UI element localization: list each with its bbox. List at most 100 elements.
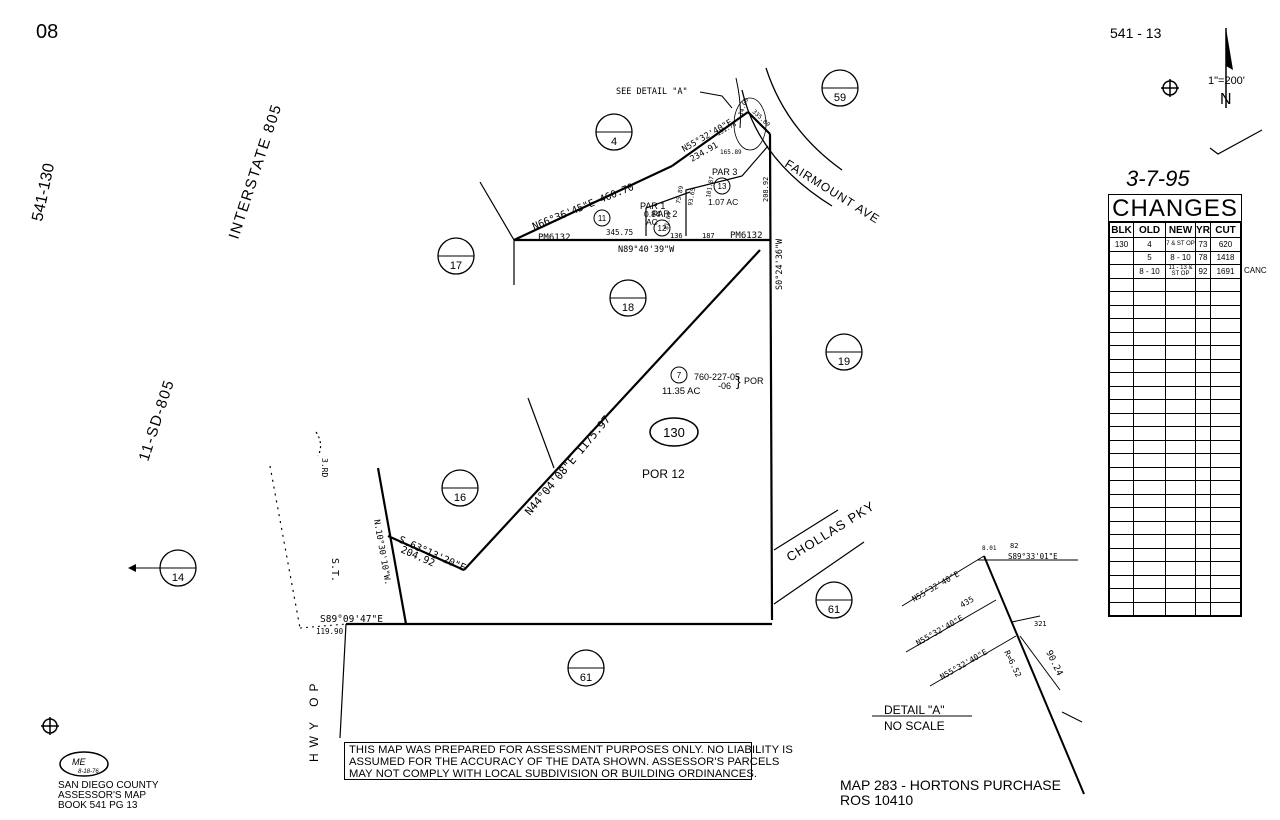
par1-name: PAR 1 bbox=[640, 201, 665, 211]
changes-cell bbox=[1165, 291, 1196, 306]
changes-cell bbox=[1133, 345, 1166, 360]
bearing-n89: N89°40'39"W bbox=[618, 245, 675, 255]
arrow-left-icon bbox=[128, 564, 160, 572]
changes-cell bbox=[1210, 439, 1241, 454]
changes-cell: 5 bbox=[1133, 250, 1166, 265]
svg-text:17: 17 bbox=[450, 260, 462, 272]
changes-row-empty bbox=[1109, 534, 1241, 549]
changes-cell bbox=[1195, 439, 1211, 454]
map-number: 541 - 13 bbox=[1110, 25, 1162, 41]
changes-cell bbox=[1133, 426, 1166, 441]
changes-cell bbox=[1109, 507, 1134, 522]
changes-cell bbox=[1133, 412, 1166, 427]
bearing-north-line: N66°36'45"E 460.70 bbox=[531, 182, 636, 233]
changes-cell bbox=[1133, 601, 1166, 616]
changes-cell bbox=[1109, 561, 1134, 576]
changes-row-empty bbox=[1109, 574, 1241, 589]
changes-row-empty bbox=[1109, 358, 1241, 373]
changes-row-empty bbox=[1109, 277, 1241, 292]
changes-cell bbox=[1195, 426, 1211, 441]
par2-name: PAR 2 bbox=[652, 209, 677, 219]
hwy-op-label: HWY OP bbox=[307, 678, 321, 762]
changes-row-empty bbox=[1109, 385, 1241, 400]
county-label: SAN DIEGO COUNTY bbox=[58, 780, 159, 791]
initials-date: 8-18-76 bbox=[78, 769, 99, 775]
changes-cell: 1691 bbox=[1210, 264, 1241, 279]
svg-text:4: 4 bbox=[611, 136, 617, 148]
east-dist: 208.92 bbox=[762, 177, 770, 202]
changes-cell bbox=[1109, 291, 1134, 306]
changes-cell bbox=[1109, 250, 1134, 265]
changes-cell bbox=[1165, 520, 1196, 535]
changes-cell bbox=[1210, 345, 1241, 360]
svg-text:19: 19 bbox=[838, 356, 850, 368]
changes-cell bbox=[1133, 318, 1166, 333]
changes-cell bbox=[1210, 547, 1241, 562]
changes-cell bbox=[1133, 372, 1166, 387]
changes-cell bbox=[1109, 601, 1134, 616]
changes-cell bbox=[1165, 385, 1196, 400]
changes-cell: 620 bbox=[1210, 237, 1241, 252]
initials: ME bbox=[72, 757, 86, 767]
north-label: N bbox=[1220, 91, 1232, 108]
changes-cell bbox=[1133, 561, 1166, 576]
changes-cell bbox=[1109, 372, 1134, 387]
initials-stamp bbox=[59, 751, 109, 777]
small-e: 81.64 bbox=[663, 211, 673, 230]
changes-cell: 4 bbox=[1133, 237, 1166, 252]
interstate-label: INTERSTATE 805 bbox=[226, 102, 286, 242]
changes-cell bbox=[1210, 601, 1241, 616]
changes-cell bbox=[1210, 304, 1241, 319]
north-arrow-icon bbox=[1225, 28, 1233, 108]
changes-cell bbox=[1195, 601, 1211, 616]
disclaimer-line: THIS MAP WAS PREPARED FOR ASSESSMENT PUR… bbox=[349, 744, 793, 756]
disclaimer-line: ASSUMED FOR THE ACCURACY OF THE DATA SHO… bbox=[349, 756, 780, 768]
changes-cell bbox=[1195, 358, 1211, 373]
svg-text:16: 16 bbox=[454, 492, 466, 504]
chollas-label: CHOLLAS PKY bbox=[784, 498, 878, 564]
changes-title: CHANGES bbox=[1109, 195, 1241, 222]
changes-cell bbox=[1133, 358, 1166, 373]
small-a: 75.89 bbox=[675, 185, 685, 204]
changes-cell bbox=[1195, 453, 1211, 468]
changes-cell bbox=[1165, 399, 1196, 414]
changes-cell bbox=[1133, 547, 1166, 562]
changes-row-empty bbox=[1109, 453, 1241, 468]
changes-cell bbox=[1195, 291, 1211, 306]
changes-cell bbox=[1195, 412, 1211, 427]
see-detail-label: SEE DETAIL "A" bbox=[616, 87, 688, 97]
par1-unit: AC bbox=[646, 217, 658, 227]
changes-cell bbox=[1109, 520, 1134, 535]
changes-cell bbox=[1195, 534, 1211, 549]
changes-row-empty bbox=[1109, 412, 1241, 427]
changes-cell bbox=[1210, 318, 1241, 333]
changes-row-empty bbox=[1109, 304, 1241, 319]
main-block-oval bbox=[649, 417, 699, 447]
pm-dist-mid: 345.75 bbox=[606, 228, 633, 237]
changes-cell bbox=[1109, 331, 1134, 346]
changes-row-empty bbox=[1109, 480, 1241, 495]
page-code: 08 bbox=[36, 21, 58, 43]
changes-cell bbox=[1165, 534, 1196, 549]
changes-row-empty bbox=[1109, 399, 1241, 414]
changes-row-empty bbox=[1109, 291, 1241, 306]
changes-cell bbox=[1195, 574, 1211, 589]
block-circle: 16 bbox=[441, 469, 479, 507]
registration-mark-icon bbox=[1161, 79, 1179, 97]
changes-cell bbox=[1195, 385, 1211, 400]
brace: } bbox=[736, 373, 741, 389]
svg-text:321: 321 bbox=[1034, 620, 1047, 628]
changes-cell bbox=[1195, 304, 1211, 319]
portion-label: POR 12 bbox=[642, 467, 685, 481]
changes-cell bbox=[1195, 466, 1211, 481]
changes-cell bbox=[1165, 507, 1196, 522]
changes-cell bbox=[1133, 588, 1166, 603]
changes-cell bbox=[1133, 534, 1166, 549]
changes-cell bbox=[1109, 318, 1134, 333]
changes-cell bbox=[1109, 574, 1134, 589]
side-reference: 541-130 bbox=[29, 162, 58, 223]
changes-row-empty bbox=[1109, 561, 1241, 576]
changes-cell bbox=[1109, 534, 1134, 549]
changes-header: BLK bbox=[1109, 222, 1134, 238]
